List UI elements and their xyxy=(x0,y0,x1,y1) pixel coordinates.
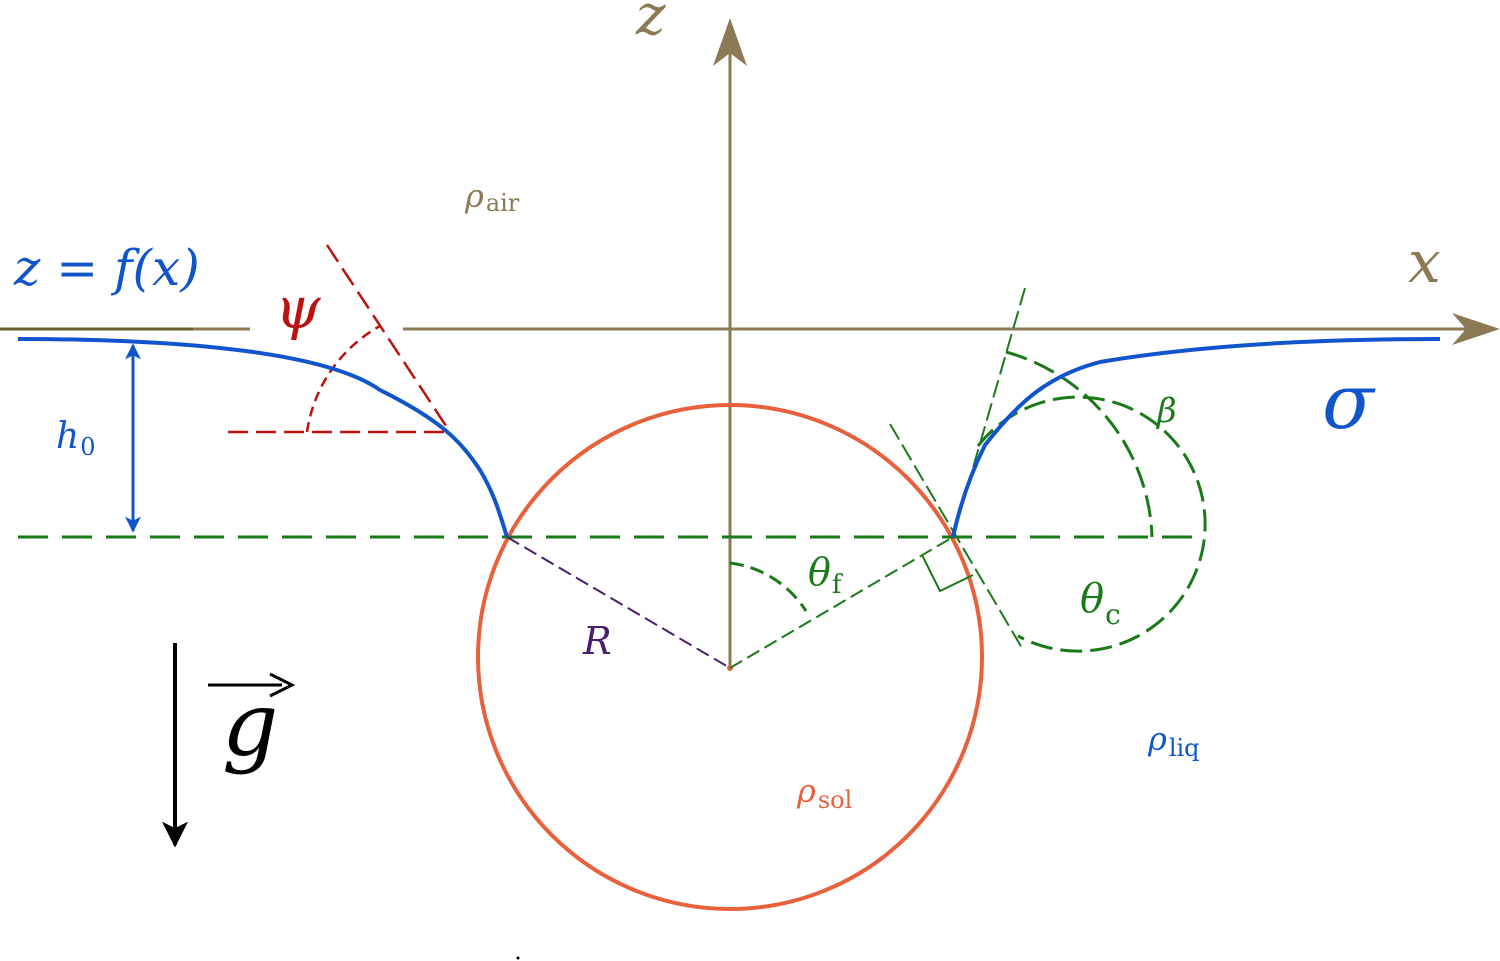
theta-c-arc xyxy=(976,395,1207,653)
beta-label: β xyxy=(1155,391,1177,431)
theta-c-label: θc xyxy=(1080,576,1121,631)
interface-right xyxy=(951,337,1441,538)
h0-label: h0 xyxy=(56,416,95,461)
beta-arc xyxy=(1005,350,1154,538)
z-axis-arrowhead xyxy=(713,18,747,66)
sigma-label: σ xyxy=(1322,357,1376,446)
right-angle-marker xyxy=(921,554,974,593)
stray-dot xyxy=(516,956,520,960)
x-axis xyxy=(0,313,1500,345)
x-axis-arrowhead xyxy=(1452,313,1500,345)
psi-construction xyxy=(228,244,452,434)
z-axis xyxy=(713,18,747,668)
gravity-label: g xyxy=(222,673,278,776)
gravity-vector-arrowhead xyxy=(269,672,296,698)
theta-f-label: θf xyxy=(808,550,844,600)
interface-left xyxy=(17,337,509,538)
interface-equation-label: z = f(x) xyxy=(13,239,200,297)
solid-sphere xyxy=(476,403,984,911)
sphere-tangent-line xyxy=(889,423,1023,649)
psi-label: ψ xyxy=(275,274,321,342)
rho-liq-label: ρliq xyxy=(1147,720,1200,762)
rho-air-label: ρair xyxy=(464,177,520,217)
radius-line xyxy=(506,536,731,669)
contact-normal-line xyxy=(729,536,954,669)
x-axis-label: x xyxy=(1408,228,1441,296)
theta-f-arc xyxy=(729,561,808,612)
z-axis-label: z xyxy=(635,0,666,48)
rho-sol-label: ρsol xyxy=(796,772,852,814)
radius-label: R xyxy=(582,619,612,663)
